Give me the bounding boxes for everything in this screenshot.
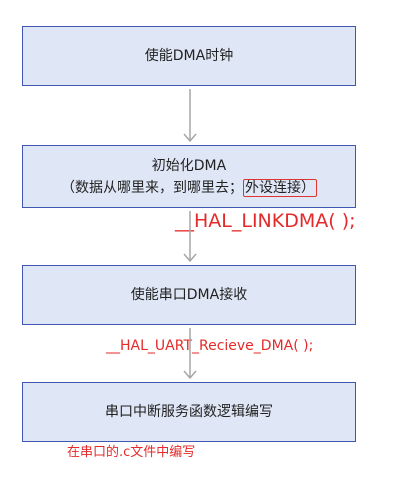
step-enable-uart-dma-receive-label: 使能串口DMA接收 [130, 287, 248, 303]
flow-arrow-3 [183, 328, 197, 380]
step-enable-uart-dma-receive: 使能串口DMA接收 [22, 265, 356, 325]
step-enable-dma-clock-label: 使能DMA时钟 [144, 48, 234, 64]
step-enable-dma-clock: 使能DMA时钟 [22, 26, 356, 86]
file-location-note: 在串口的.c文件中编写 [67, 445, 196, 460]
peripheral-link-highlight: 外设连接） [243, 178, 317, 197]
step-init-dma-detail-text: （数据从哪里来，到哪里去； [61, 179, 243, 196]
step-init-dma-detail: （数据从哪里来，到哪里去；外设连接） [61, 177, 317, 199]
flow-arrow-2 [183, 211, 197, 263]
hal-linkdma-annotation: __HAL_LINKDMA( ); [175, 210, 356, 232]
step-uart-isr-logic-label: 串口中断服务函数逻辑编写 [105, 404, 273, 420]
step-init-dma: 初始化DMA （数据从哪里来，到哪里去；外设连接） [22, 145, 356, 208]
step-init-dma-title: 初始化DMA [151, 157, 227, 174]
flow-arrow-1 [183, 89, 197, 143]
step-uart-isr-logic: 串口中断服务函数逻辑编写 [22, 382, 356, 442]
hal-uart-receive-dma-annotation: __HAL_UART_Recieve_DMA( ); [106, 338, 314, 354]
